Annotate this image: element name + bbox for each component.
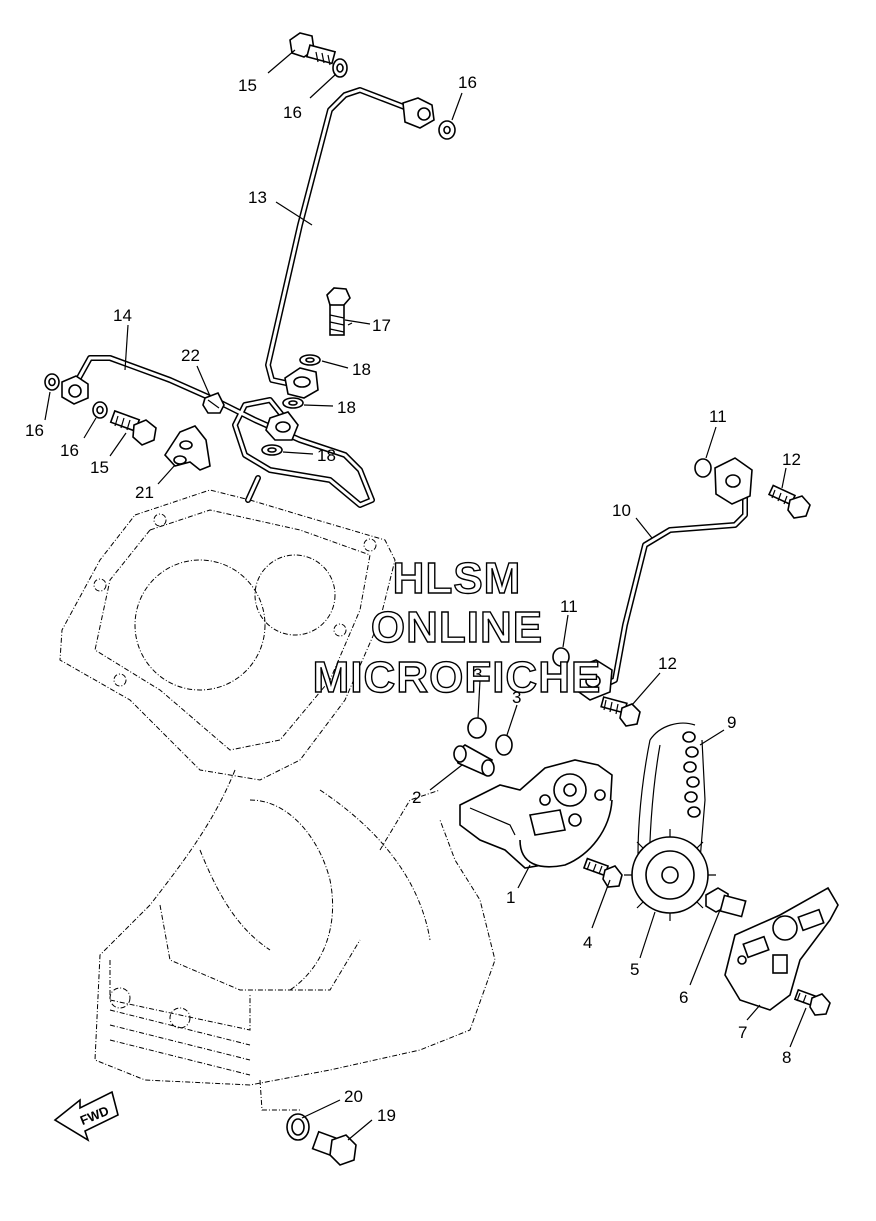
pipe-2: [453, 744, 495, 777]
oil-pipe-10: [574, 457, 753, 701]
bolt-12-upper: [767, 484, 811, 519]
clip-22: [202, 391, 225, 414]
watermark-line-3: MICROFICHE: [313, 653, 602, 702]
bracket-21: [163, 425, 211, 471]
callout-21: 21: [135, 483, 154, 502]
washer-18-a: [299, 354, 321, 366]
washer-18-c: [261, 444, 283, 456]
o-ring-11-upper: [694, 458, 712, 478]
washer-16-top-right: [438, 120, 456, 140]
callout-12-lower: 12: [658, 654, 677, 673]
washer-16-top-left: [332, 58, 348, 78]
callout-14: 14: [113, 306, 132, 325]
washer-16-left-a: [44, 373, 60, 391]
callout-1: 1: [506, 888, 515, 907]
oil-pipe-13: [265, 87, 435, 388]
callout-13: 13: [248, 188, 267, 207]
bolt-12-lower: [600, 696, 641, 727]
washer-18-b: [282, 397, 304, 409]
callout-7: 7: [738, 1023, 747, 1042]
o-ring-11-lower: [552, 647, 570, 667]
sprocket-5: [624, 829, 716, 921]
callout-3-right: 3: [512, 688, 521, 707]
cover-7: [724, 886, 839, 1011]
callout-numbers: 1 2 3 3 4 5 6 7 8 9 10 11 11 12 12 13 14…: [25, 73, 801, 1125]
callout-18-c: 18: [317, 446, 336, 465]
callout-2: 2: [412, 788, 421, 807]
callout-6: 6: [679, 988, 688, 1007]
callout-3-left: 3: [473, 665, 482, 684]
engine-outline: [59, 489, 496, 1111]
callout-11-lower: 11: [560, 597, 578, 616]
oil-pump-1: [459, 759, 613, 869]
callout-16-top-right: 16: [458, 73, 477, 92]
callout-18-b: 18: [337, 398, 356, 417]
callout-15-left: 15: [90, 458, 109, 477]
callout-16-left-b: 16: [60, 441, 79, 460]
bolt-4: [582, 857, 623, 888]
gasket-20: [286, 1113, 310, 1141]
callout-18-a: 18: [352, 360, 371, 379]
callout-9: 9: [727, 713, 736, 732]
o-ring-3-right: [495, 734, 513, 756]
callout-4: 4: [583, 933, 592, 952]
callout-16-top-left: 16: [283, 103, 302, 122]
callout-22: 22: [181, 346, 200, 365]
washer-16-left-b: [92, 401, 108, 419]
bolt-6: [705, 887, 747, 918]
drain-bolt-19: [311, 1130, 357, 1166]
callout-17: 17: [372, 316, 391, 335]
callout-15-top: 15: [238, 76, 257, 95]
callout-20: 20: [344, 1087, 363, 1106]
watermark-line-1: HLSM: [393, 554, 522, 603]
bolt-8: [793, 988, 831, 1016]
union-bolt-15-top: [289, 32, 337, 66]
callout-19: 19: [377, 1106, 396, 1125]
union-bolt-17: [326, 287, 351, 336]
callout-10: 10: [612, 501, 631, 520]
callout-8: 8: [782, 1048, 791, 1067]
callout-16-left-a: 16: [25, 421, 44, 440]
o-ring-3-left: [467, 717, 487, 739]
callout-12-upper: 12: [782, 450, 801, 469]
chain-9: [637, 722, 706, 891]
callout-11-upper: 11: [709, 407, 727, 426]
fwd-arrow-icon: FWD: [53, 1090, 119, 1142]
callout-5: 5: [630, 960, 639, 979]
pipe-fitting-block: [284, 367, 319, 399]
watermark: HLSM ONLINE MICROFICHE: [312, 553, 602, 702]
leader-lines: [44, 49, 807, 1141]
union-bolt-15-left: [109, 409, 157, 446]
oil-pipe-14: [61, 355, 375, 508]
watermark-line-2: ONLINE: [371, 603, 543, 652]
